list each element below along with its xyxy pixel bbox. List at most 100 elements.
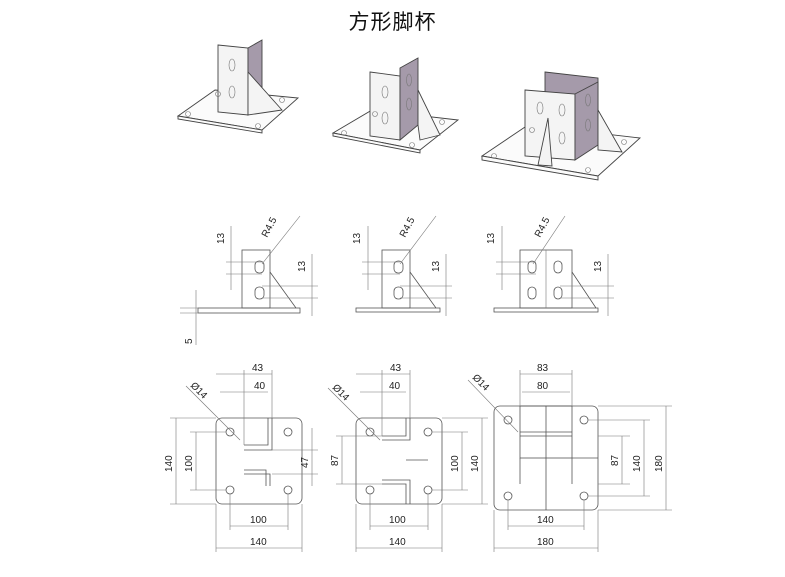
slot-hole xyxy=(527,260,537,274)
gusset xyxy=(409,271,437,309)
mount-hole xyxy=(365,485,375,495)
mount-hole xyxy=(423,485,433,495)
dim-label: 140 xyxy=(164,455,175,472)
mount-hole xyxy=(341,130,347,136)
base-plate xyxy=(197,307,301,314)
iso-view-3 xyxy=(480,71,642,181)
plan-view-3: Ø14 83 80 87 140 180 140 180 xyxy=(467,363,672,552)
dim-label: 140 xyxy=(389,537,406,548)
mount-hole xyxy=(185,111,191,117)
mount-hole xyxy=(283,427,293,437)
base-plate-edge xyxy=(481,155,599,181)
dim-label: 83 xyxy=(537,363,549,374)
mount-hole xyxy=(423,427,433,437)
dim-label: 13 xyxy=(216,232,227,244)
dim-label: 87 xyxy=(610,454,621,466)
base-plate-edge xyxy=(177,115,263,134)
slot-hole xyxy=(585,93,591,107)
slot-hole xyxy=(393,260,404,274)
mount-hole xyxy=(621,139,627,145)
iso-view-2 xyxy=(331,57,460,154)
slot-hole xyxy=(228,58,236,72)
mount-hole xyxy=(283,485,293,495)
mount-hole xyxy=(491,153,497,159)
dim-label: 140 xyxy=(250,537,267,548)
slot-hole xyxy=(381,111,389,125)
dim-label: 13 xyxy=(593,260,604,272)
mount-hole xyxy=(529,127,535,133)
slot-hole xyxy=(406,73,412,87)
base-plate-outline xyxy=(355,417,443,505)
mount-hole xyxy=(503,491,513,501)
dim-label: 100 xyxy=(389,515,406,526)
dim-label: 80 xyxy=(537,381,549,392)
hole-diameter-label: Ø14 xyxy=(330,382,351,403)
side-view-2: R4.5 13 13 xyxy=(352,215,452,316)
leader-line xyxy=(467,379,519,433)
gusset xyxy=(269,271,297,309)
slot-hole xyxy=(558,131,566,145)
mount-hole xyxy=(585,167,591,173)
dim-label: 40 xyxy=(389,381,401,392)
gusset xyxy=(537,117,553,167)
dim-label: 13 xyxy=(486,232,497,244)
dim-label: 140 xyxy=(470,455,481,472)
gusset xyxy=(247,70,283,116)
base-plate-outline xyxy=(215,417,303,505)
dim-label: 43 xyxy=(252,363,264,374)
upright xyxy=(381,249,411,309)
radius-label: R4.5 xyxy=(260,215,280,239)
mount-hole xyxy=(279,97,285,103)
slot-hole xyxy=(393,286,404,300)
dim-label: 13 xyxy=(297,260,308,272)
base-plate xyxy=(355,307,441,313)
slot-hole xyxy=(585,118,591,132)
mount-hole xyxy=(225,485,235,495)
slot-hole xyxy=(558,103,566,117)
base-plate xyxy=(493,307,599,313)
hole-diameter-label: Ø14 xyxy=(188,380,209,401)
mount-hole xyxy=(372,111,378,117)
hole-diameter-label: Ø14 xyxy=(470,372,491,393)
dim-label: 100 xyxy=(450,455,461,472)
gusset xyxy=(417,89,441,141)
dim-label: 5 xyxy=(184,338,195,344)
mount-hole xyxy=(365,427,375,437)
mount-hole xyxy=(503,415,513,425)
slot-hole xyxy=(553,260,563,274)
plan-view-1: Ø14 43 40 140 100 47 100 140 xyxy=(164,363,318,552)
leader-line xyxy=(261,215,301,265)
slot-hole xyxy=(254,286,265,300)
slot-hole xyxy=(254,260,265,274)
dim-label: 140 xyxy=(537,515,554,526)
gusset xyxy=(571,271,597,309)
mount-hole xyxy=(215,91,221,97)
mount-hole xyxy=(579,415,589,425)
mount-hole xyxy=(255,123,261,129)
mount-hole xyxy=(225,427,235,437)
dim-label: 140 xyxy=(632,455,643,472)
slot-hole xyxy=(381,85,389,99)
leader-line xyxy=(532,215,566,265)
slot-hole xyxy=(228,85,236,99)
dim-label: 180 xyxy=(654,455,665,472)
mount-hole xyxy=(579,491,589,501)
radius-label: R4.5 xyxy=(398,215,418,239)
leader-line xyxy=(327,387,381,441)
slot-hole xyxy=(536,101,544,115)
upright-face xyxy=(217,44,249,116)
iso-view-1 xyxy=(176,39,300,134)
dim-label: 87 xyxy=(330,454,341,466)
upright-outline xyxy=(244,418,269,446)
dim-label: 100 xyxy=(250,515,267,526)
dim-label: 180 xyxy=(537,537,554,548)
radius-label: R4.5 xyxy=(533,215,553,239)
base-plate-edge xyxy=(332,132,421,154)
dim-label: 100 xyxy=(184,455,195,472)
mount-hole xyxy=(409,142,415,148)
side-view-3: R4.5 13 13 xyxy=(486,215,614,316)
upright-outline xyxy=(382,418,407,437)
upright xyxy=(241,249,271,309)
